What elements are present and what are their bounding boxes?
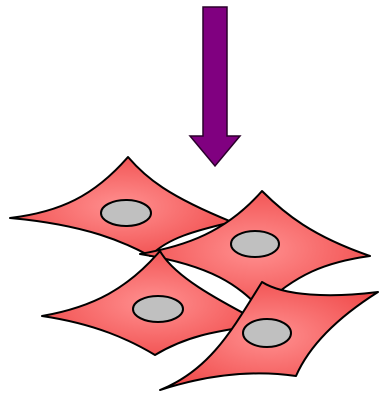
nucleus: [133, 296, 183, 322]
down-arrow-icon: [190, 7, 240, 166]
nucleus: [243, 319, 291, 347]
nucleus: [231, 231, 279, 257]
nucleus: [101, 200, 151, 226]
